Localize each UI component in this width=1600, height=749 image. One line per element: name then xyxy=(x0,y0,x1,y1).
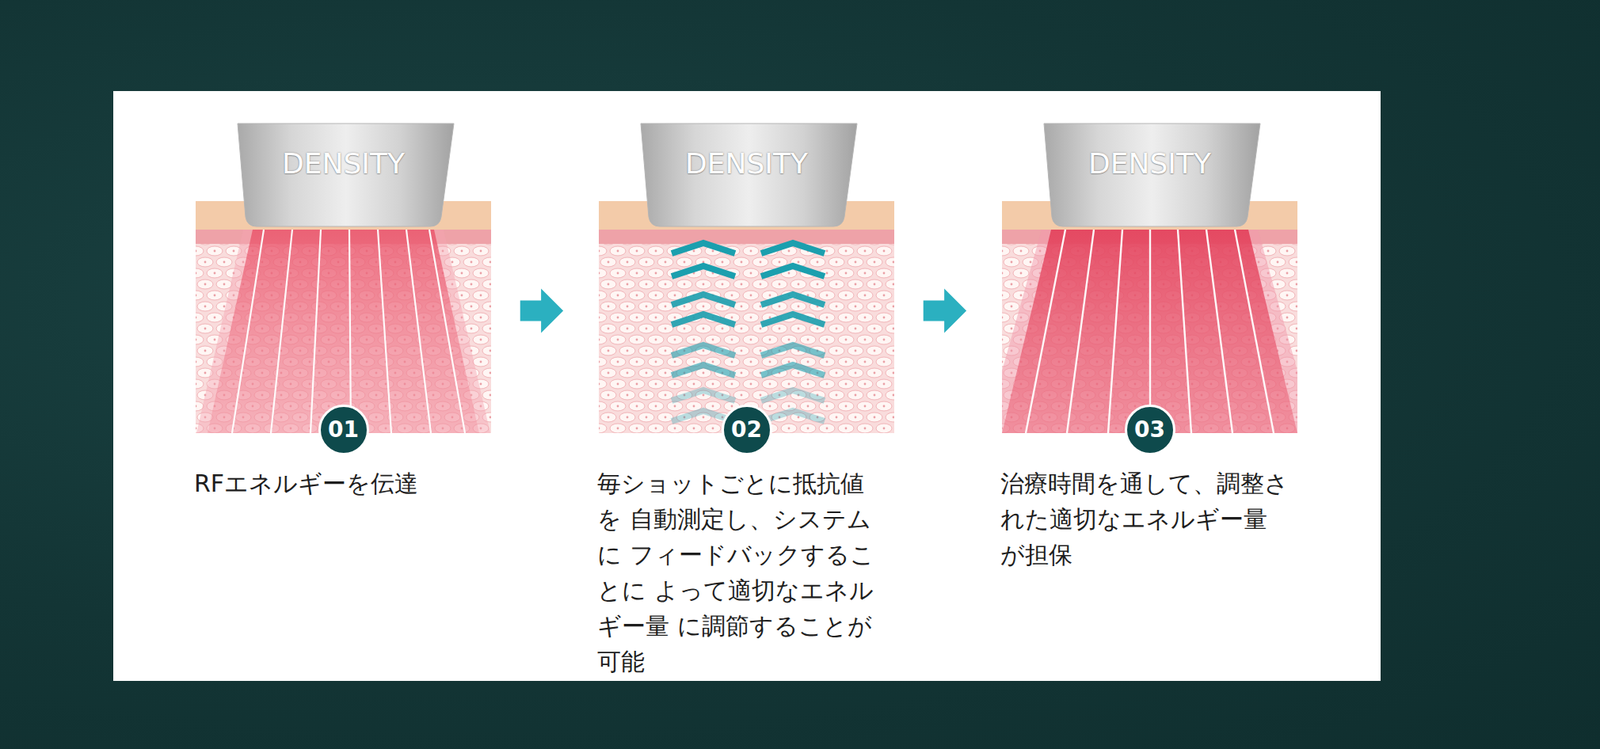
signal-chevron xyxy=(671,365,736,376)
signal-chevron xyxy=(671,314,736,325)
flow-arrow xyxy=(923,289,967,334)
device-label: DENSITY xyxy=(1088,147,1212,180)
impedance-illustration xyxy=(598,123,895,434)
step-number: 03 xyxy=(1124,404,1176,456)
signal-chevron xyxy=(761,345,825,356)
step-description: 治療時間を通して、調整さ れた適切なエネルギー量 が担保 xyxy=(1000,465,1291,573)
step-panel: DENSITY02毎ショットごとに抵抗値を 自動測定し、システムに フィードバッ… xyxy=(598,123,895,434)
signal-chevron xyxy=(761,365,825,376)
step-description: 毎ショットごとに抵抗値を 自動測定し、システムに フィードバックすることに よっ… xyxy=(597,465,888,680)
signal-chevron xyxy=(761,243,825,254)
step-panel: DENSITY01RFエネルギーを伝達 xyxy=(195,123,492,434)
signal-chevron xyxy=(761,266,825,277)
signal-chevron xyxy=(671,243,736,254)
rf-illustration xyxy=(195,123,492,434)
device-label: DENSITY xyxy=(281,147,405,180)
step-panel: DENSITY03治療時間を通して、調整さ れた適切なエネルギー量 が担保 xyxy=(1001,123,1298,434)
step-number: 01 xyxy=(318,404,370,456)
signal-chevron xyxy=(761,411,825,422)
step-description: RFエネルギーを伝達 xyxy=(194,465,484,502)
device-label: DENSITY xyxy=(685,147,808,180)
signal-chevron xyxy=(671,390,736,401)
signal-chevron xyxy=(761,294,825,305)
signal-chevron xyxy=(671,345,736,356)
step-number: 02 xyxy=(721,404,773,456)
flow-arrow xyxy=(520,289,564,334)
energy-illustration xyxy=(984,123,1315,434)
signal-chevron xyxy=(761,390,825,401)
signal-chevron xyxy=(671,266,736,277)
white-panel xyxy=(113,91,1381,682)
signal-chevron xyxy=(671,294,736,305)
signal-chevron xyxy=(761,314,825,325)
